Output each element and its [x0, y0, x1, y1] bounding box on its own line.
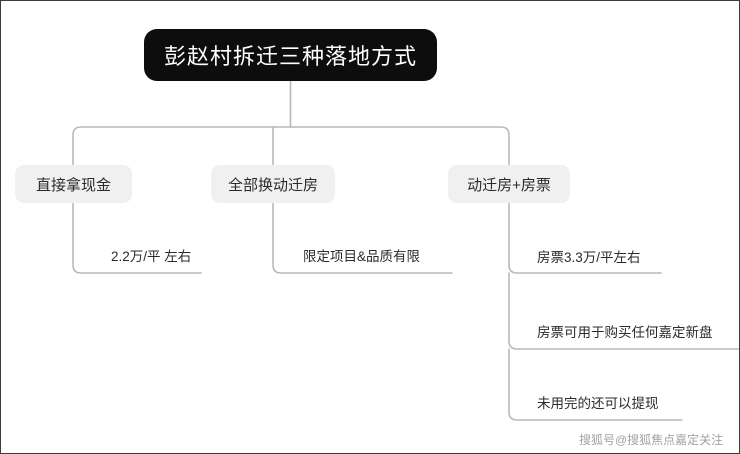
branch-node-house-label: 全部换动迁房 — [227, 176, 318, 194]
branch-node-mix-label: 动迁房+房票 — [467, 176, 551, 194]
wire-bus-right — [289, 126, 510, 166]
leaf-label-cash-1: 2.2万/平 左右 — [111, 249, 192, 264]
watermark-text: 搜狐号@搜狐焦点嘉定关注 — [579, 433, 724, 447]
leaf-label-house-1: 限定项目&品质有限 — [303, 249, 421, 264]
diagram-title-node[interactable]: 彭赵村拆迁三种落地方式 — [144, 29, 437, 81]
branch-node-mix[interactable]: 动迁房+房票 — [448, 165, 570, 203]
leaf-label-mix-2: 房票可用于购买任何嘉定新盘 — [537, 325, 713, 340]
leaf-label-mix-1: 房票3.3万/平左右 — [537, 250, 641, 265]
branch-node-cash[interactable]: 直接拿现金 — [15, 165, 132, 203]
leaf-label-mix-3: 未用完的还可以提现 — [537, 396, 659, 411]
wire-bus-left — [72, 126, 292, 166]
branch-node-house[interactable]: 全部换动迁房 — [211, 165, 335, 203]
branch-node-cash-label: 直接拿现金 — [35, 176, 111, 194]
diagram-title-label: 彭赵村拆迁三种落地方式 — [163, 44, 417, 69]
